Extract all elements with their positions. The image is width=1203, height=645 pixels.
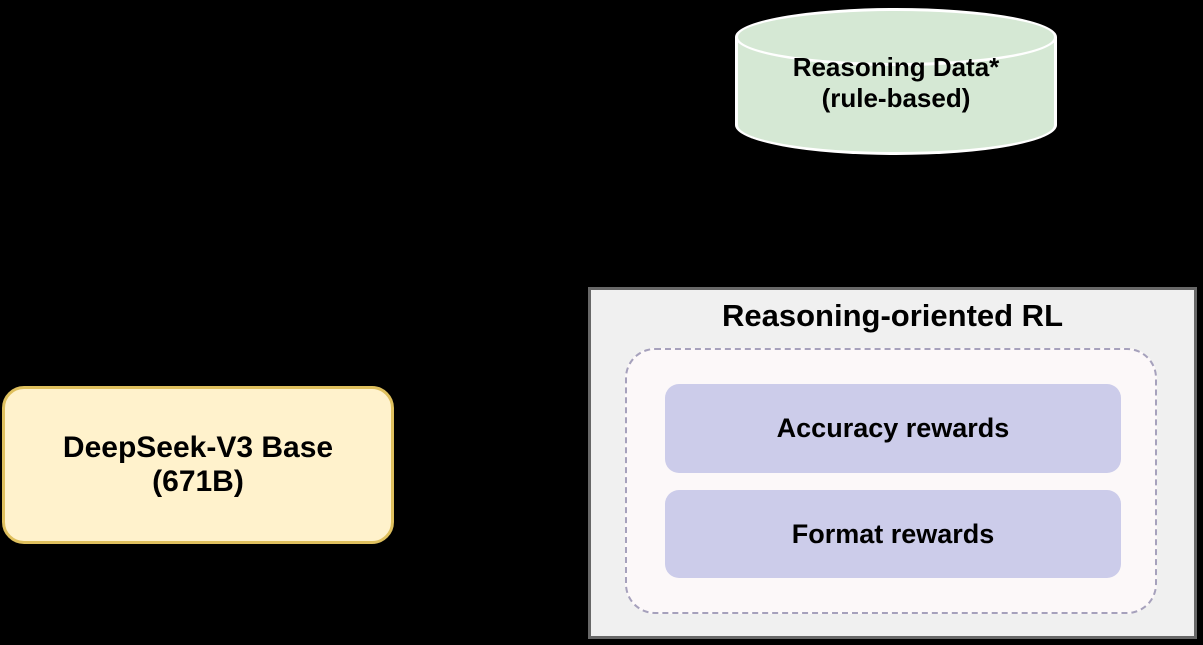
reward-item-accuracy: Accuracy rewards — [665, 384, 1121, 473]
base-model-node: DeepSeek-V3 Base (671B) — [2, 386, 394, 544]
rl-panel-title: Reasoning-oriented RL — [721, 298, 1063, 333]
data-store-label-line1: Reasoning Data* — [792, 52, 1000, 82]
cylinder-top-ellipse — [735, 8, 1057, 66]
data-store-label-line2: (rule-based) — [821, 83, 971, 113]
base-model-label-line1: DeepSeek-V3 Base — [62, 431, 334, 464]
data-store-label: Reasoning Data* (rule-based) — [735, 52, 1057, 114]
reward-format-label: Format rewards — [791, 518, 995, 549]
reward-item-format: Format rewards — [665, 490, 1121, 578]
reward-accuracy-label: Accuracy rewards — [776, 413, 1010, 443]
rl-panel: Reasoning-oriented RL Accuracy rewards F… — [588, 287, 1197, 639]
rewards-group: Accuracy rewards Format rewards — [625, 348, 1157, 614]
base-model-label-line2: (671B) — [152, 465, 244, 498]
reasoning-data-store: Reasoning Data* (rule-based) — [735, 8, 1057, 155]
